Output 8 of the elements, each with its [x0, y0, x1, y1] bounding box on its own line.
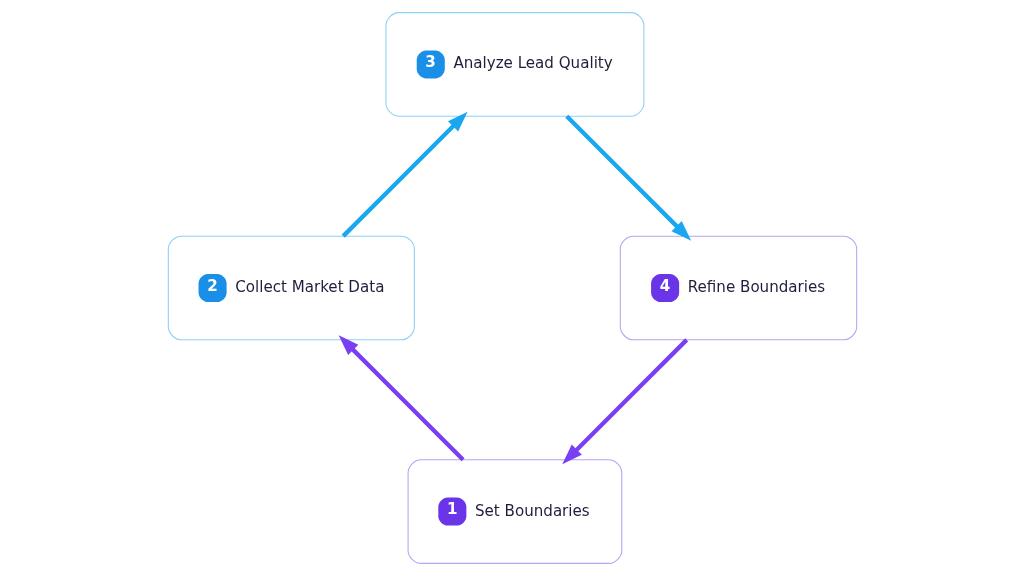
- arrow: [561, 338, 688, 465]
- node-box: 1 Set Boundaries: [407, 459, 622, 564]
- node-box: 2 Collect Market Data: [167, 235, 415, 341]
- arrow: [564, 114, 691, 241]
- arrow: [341, 111, 468, 238]
- node-box: 4 Refine Boundaries: [619, 235, 857, 341]
- arrow: [338, 335, 465, 462]
- node-box: 3 Analyze Lead Quality: [384, 12, 644, 117]
